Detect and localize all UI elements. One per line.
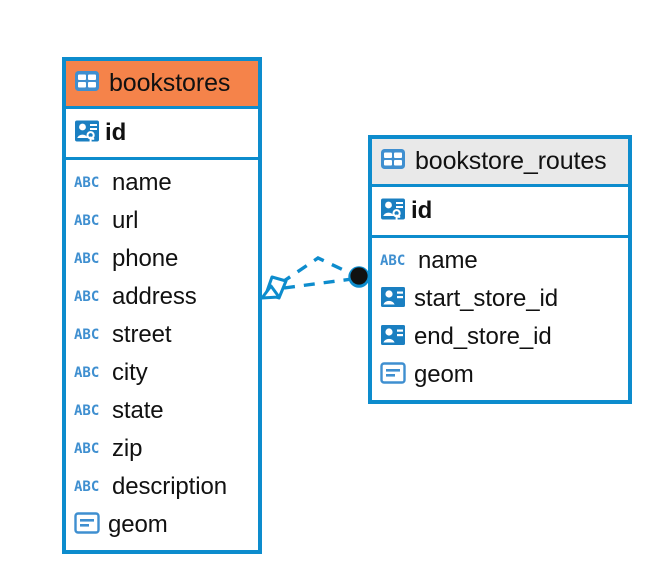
diamond-marker[interactable] bbox=[260, 275, 288, 300]
primary-key-section: id bbox=[66, 109, 258, 160]
field-label: id bbox=[105, 119, 127, 146]
entity-header[interactable]: bookstore_routes bbox=[372, 139, 628, 187]
primary-key-icon bbox=[74, 119, 100, 148]
table-icon bbox=[74, 70, 100, 97]
field-row[interactable]: ABC city bbox=[66, 354, 258, 392]
field-label: url bbox=[112, 207, 139, 234]
abc-icon: ABC bbox=[74, 213, 100, 229]
field-row[interactable]: geom bbox=[66, 506, 258, 544]
field-label: geom bbox=[414, 361, 474, 388]
field-row[interactable]: ABC name bbox=[372, 242, 628, 280]
field-row[interactable]: ABC zip bbox=[66, 430, 258, 468]
field-row[interactable]: ABC description bbox=[66, 468, 258, 506]
primary-key-icon bbox=[380, 197, 406, 226]
entity-header[interactable]: bookstores bbox=[66, 61, 258, 109]
foreign-key-icon bbox=[380, 286, 406, 313]
foreign-key-icon bbox=[380, 324, 406, 351]
field-label: phone bbox=[112, 245, 179, 272]
field-label: address bbox=[112, 283, 197, 310]
field-label: id bbox=[411, 197, 433, 224]
entity-table-bookstore-routes[interactable]: bookstore_routes id bbox=[368, 135, 632, 404]
field-label: state bbox=[112, 397, 164, 424]
field-row[interactable]: ABC address bbox=[66, 278, 258, 316]
abc-icon: ABC bbox=[74, 327, 100, 343]
entity-title: bookstores bbox=[109, 69, 231, 97]
field-row[interactable]: ABC street bbox=[66, 316, 258, 354]
field-row[interactable]: ABC phone bbox=[66, 240, 258, 278]
dot-marker[interactable] bbox=[348, 266, 370, 288]
field-row[interactable]: ABC state bbox=[66, 392, 258, 430]
field-row-primary-key[interactable]: id bbox=[66, 109, 258, 157]
abc-icon: ABC bbox=[74, 403, 100, 419]
abc-icon: ABC bbox=[380, 253, 406, 269]
field-row[interactable]: start_store_id bbox=[372, 280, 628, 318]
abc-icon: ABC bbox=[74, 289, 100, 305]
abc-icon: ABC bbox=[74, 479, 100, 495]
abc-icon: ABC bbox=[74, 251, 100, 267]
field-label: zip bbox=[112, 435, 143, 462]
field-row[interactable]: geom bbox=[372, 356, 628, 394]
relationship-line-arced[interactable] bbox=[280, 256, 355, 285]
primary-key-section: id bbox=[372, 187, 628, 238]
field-label: end_store_id bbox=[414, 323, 552, 350]
field-row[interactable]: end_store_id bbox=[372, 318, 628, 356]
field-label: name bbox=[418, 247, 478, 274]
field-label: name bbox=[112, 169, 172, 196]
field-label: geom bbox=[108, 511, 168, 538]
entity-title: bookstore_routes bbox=[415, 147, 607, 175]
field-label: description bbox=[112, 473, 227, 500]
field-label: city bbox=[112, 359, 148, 386]
blob-icon bbox=[380, 361, 406, 389]
relationship-line-straight[interactable] bbox=[283, 277, 353, 290]
abc-icon: ABC bbox=[74, 175, 100, 191]
field-label: start_store_id bbox=[414, 285, 559, 312]
abc-icon: ABC bbox=[74, 365, 100, 381]
field-row[interactable]: ABC name bbox=[66, 164, 258, 202]
blob-icon bbox=[74, 511, 100, 539]
field-label: street bbox=[112, 321, 172, 348]
field-row-primary-key[interactable]: id bbox=[372, 187, 628, 235]
table-icon bbox=[380, 148, 406, 175]
field-row[interactable]: ABC url bbox=[66, 202, 258, 240]
entity-table-bookstores[interactable]: bookstores id bbox=[62, 57, 262, 554]
abc-icon: ABC bbox=[74, 441, 100, 457]
